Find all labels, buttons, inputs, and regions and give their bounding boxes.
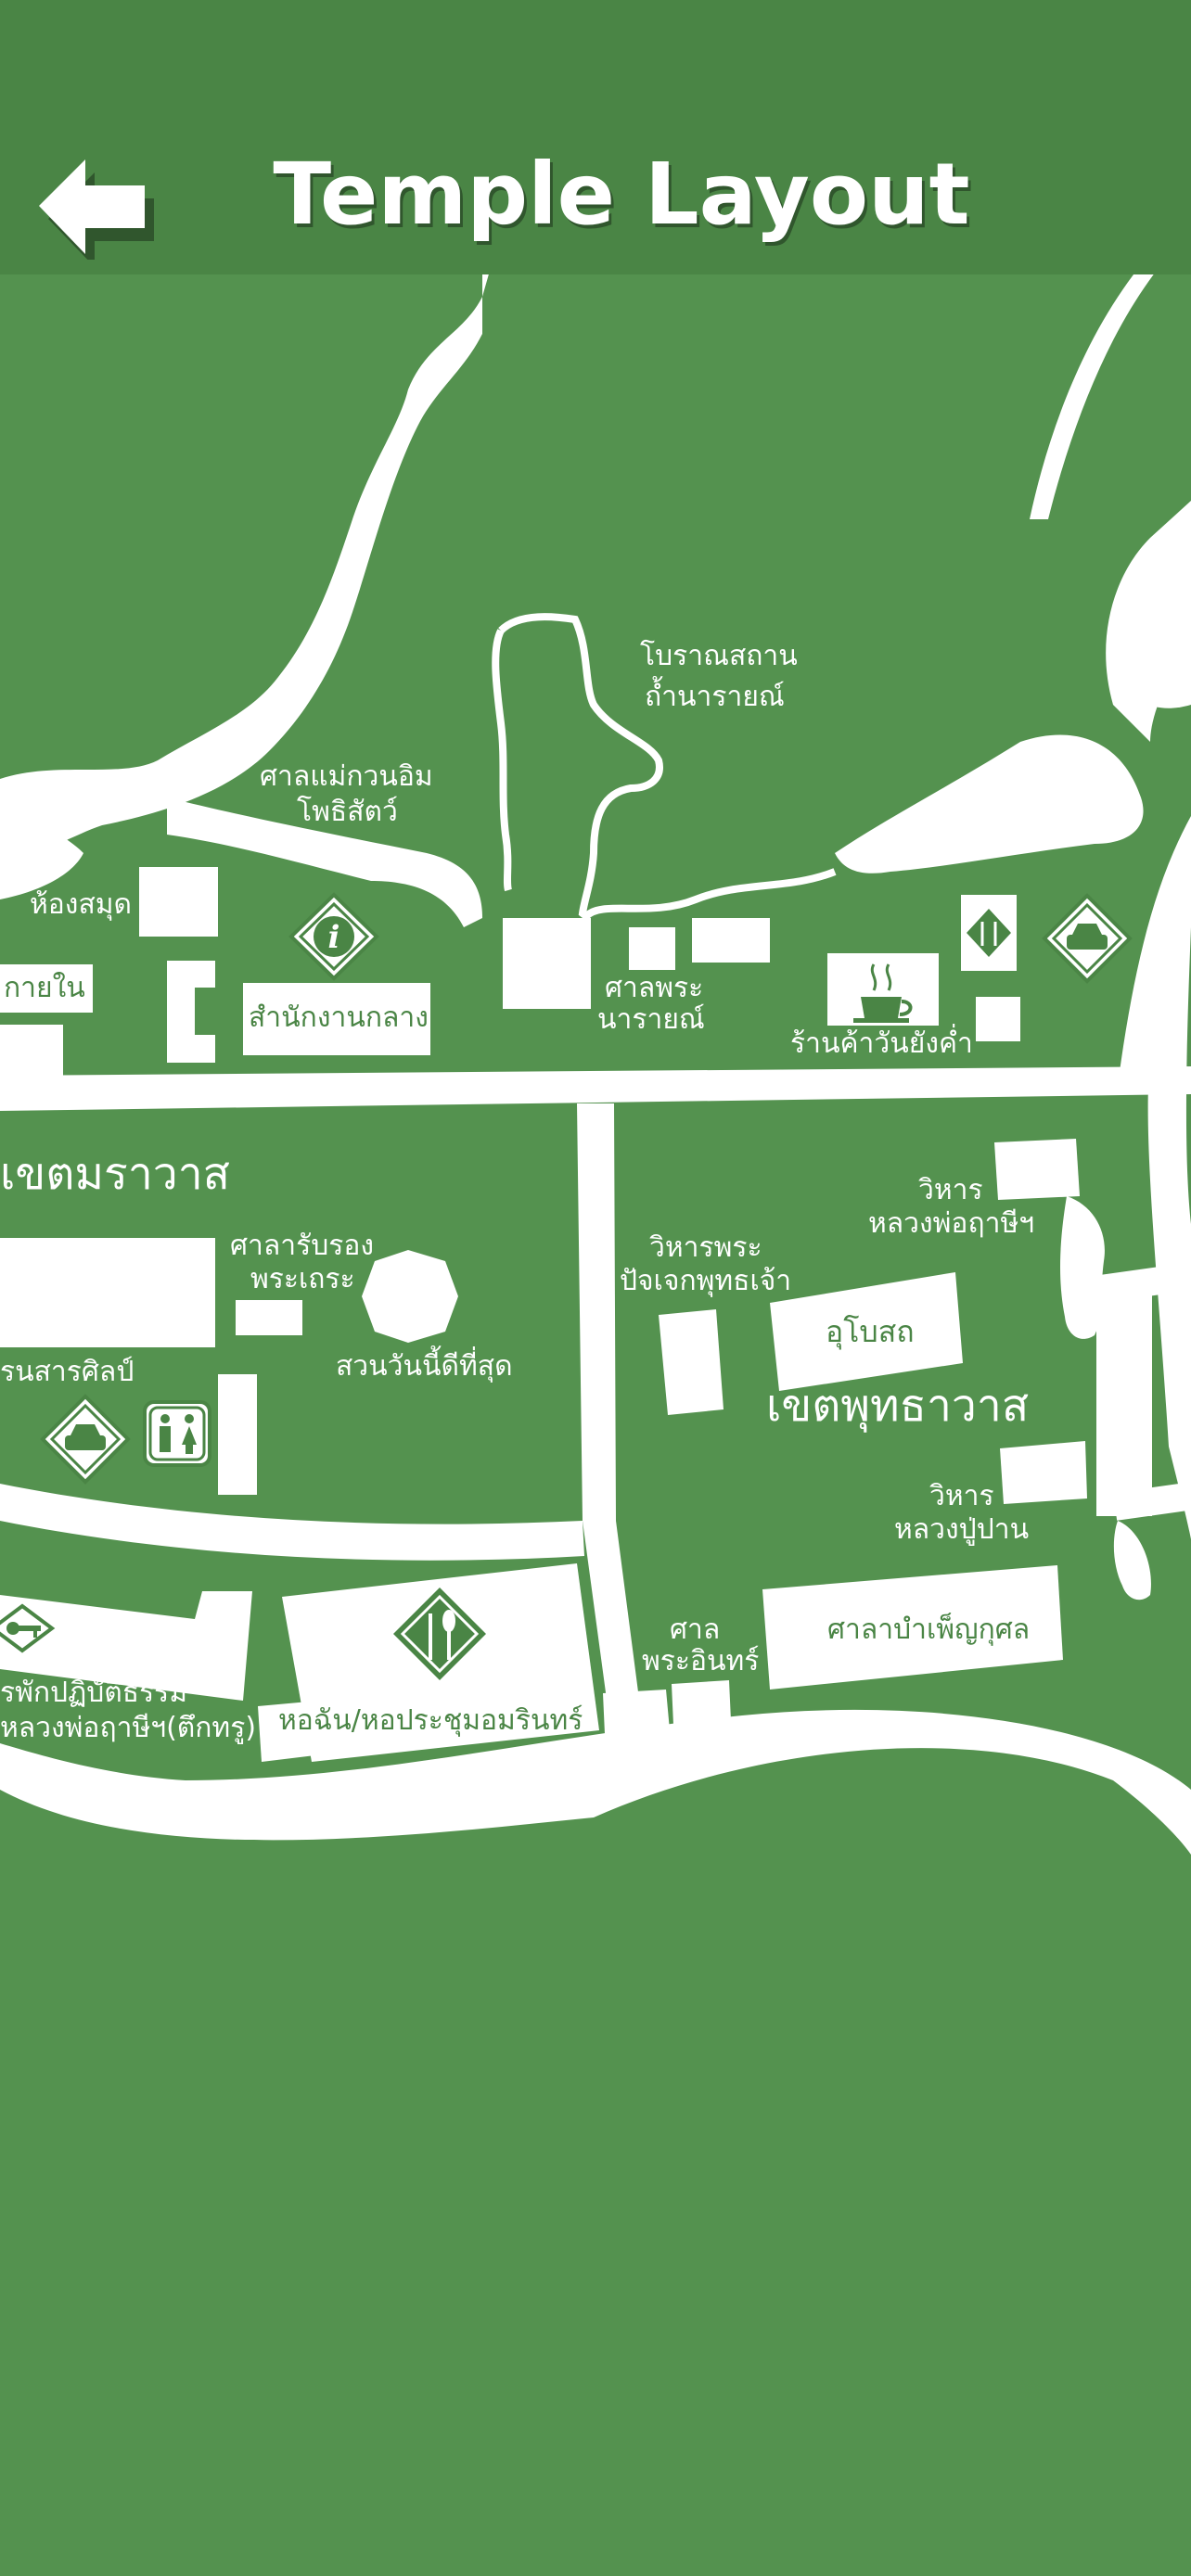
fork-knife-icon xyxy=(980,922,997,946)
label-library[interactable]: ห้องสมุด xyxy=(30,888,133,921)
label-sala-mae-kuan-im-1[interactable]: ศาลแม่กวนอิม xyxy=(260,760,433,793)
restaurant-sign-top[interactable] xyxy=(967,909,1011,957)
label-sala-phra-narai-1[interactable]: ศาลพระ xyxy=(605,972,704,1004)
header-bar: Temple Layout xyxy=(0,0,1191,274)
restaurant-sign-bottom[interactable] xyxy=(393,1588,486,1680)
small-building-a xyxy=(629,927,675,970)
main-road xyxy=(0,1066,1191,1111)
label-practice-2[interactable]: หลวงพ่อฤาษีฯ(ตึกทรู) xyxy=(0,1712,257,1744)
inner-building xyxy=(0,964,93,1013)
label-inner-area[interactable]: กายใน xyxy=(4,972,85,1004)
key-sign[interactable] xyxy=(0,1603,56,1653)
bottom-road xyxy=(0,1709,1191,1855)
label-garden[interactable]: สวนวันนี้ดีที่สุด xyxy=(336,1350,513,1383)
cave-outline xyxy=(498,613,837,922)
label-boran-sathan[interactable]: โบราณสถาน xyxy=(640,640,798,672)
sala-rub-rong-building xyxy=(236,1300,302,1335)
fork-knife-icon xyxy=(429,1610,455,1660)
river xyxy=(0,232,501,862)
river-left xyxy=(0,807,83,899)
small-building-c xyxy=(976,997,1020,1041)
sala-phra-narai-building xyxy=(503,918,591,1009)
right-walkway xyxy=(1096,1294,1152,1516)
garden-pavilion xyxy=(362,1250,458,1343)
east-river-lake xyxy=(1123,569,1191,708)
info-icon xyxy=(314,916,354,957)
vihara-luang-pu-building xyxy=(1000,1441,1087,1504)
label-shop[interactable]: ร้านค้าวันยังค่ำ xyxy=(790,1027,973,1060)
label-sala-phra-in-2[interactable]: พระอินทร์ xyxy=(642,1645,760,1677)
art-building xyxy=(218,1374,257,1495)
car-icon xyxy=(1067,924,1108,950)
label-central-office[interactable]: สำนักงานกลาง xyxy=(249,1001,429,1034)
monk-residence xyxy=(0,1238,215,1347)
parking-sign-left[interactable] xyxy=(40,1394,131,1485)
back-button[interactable] xyxy=(33,139,163,267)
arrow-left-icon xyxy=(39,159,154,267)
sala-phra-in-building-a xyxy=(603,1690,670,1734)
label-sala-phra-in-1[interactable]: ศาล xyxy=(670,1613,721,1646)
coffee-sign[interactable] xyxy=(853,963,913,1023)
label-practice-1[interactable]: รพักปฏิบัติธรรม xyxy=(0,1677,188,1709)
info-sign[interactable]: i xyxy=(288,892,379,981)
label-tham-narai[interactable]: ถ้ำนารายณ์ xyxy=(645,681,785,713)
label-art-house[interactable]: รนสารศิลป์ xyxy=(0,1356,134,1388)
key-icon xyxy=(6,1622,41,1638)
sala-phra-in-building-b xyxy=(672,1680,731,1725)
label-sala-bamphen[interactable]: ศาลาบำเพ็ญกุศล xyxy=(827,1613,1031,1646)
buildings xyxy=(0,867,1191,1762)
ubosot-building xyxy=(770,1272,963,1391)
label-vihara-pacheka-2[interactable]: ปัจเจกพุทธเจ้า xyxy=(620,1265,792,1297)
dining-hall-wing xyxy=(258,1701,323,1762)
center-road xyxy=(577,1103,640,1706)
toilet-sign[interactable] xyxy=(143,1400,211,1467)
label-vihara-luang-pho-1[interactable]: วิหาร xyxy=(918,1174,983,1206)
small-building-b xyxy=(692,918,770,963)
label-ubosot[interactable]: อุโบสถ xyxy=(826,1314,915,1349)
label-vihara-luang-pho-2[interactable]: หลวงพ่อฤาษีฯ xyxy=(868,1207,1035,1240)
small-building-left xyxy=(0,1025,63,1080)
coffee-cup-icon xyxy=(853,963,913,1023)
restroom-icon xyxy=(160,1414,197,1454)
vihara-pacheka-building xyxy=(659,1309,724,1415)
label-sala-rub-rong-1[interactable]: ศาลารับรอง xyxy=(230,1230,375,1262)
vihara-luang-pho-building xyxy=(994,1139,1080,1200)
label-sala-rub-rong-2[interactable]: พระเถระ xyxy=(250,1263,355,1295)
parking-sign-top[interactable] xyxy=(1042,893,1133,984)
label-sala-mae-kuan-im-2[interactable]: โพธิสัตว์ xyxy=(297,796,398,828)
cave-left-wall xyxy=(492,629,512,892)
right-road xyxy=(1118,816,1191,1539)
practice-building xyxy=(0,1591,252,1701)
label-vihara-pacheka-1[interactable]: วิหารพระ xyxy=(649,1231,762,1264)
bracket-building xyxy=(167,961,215,1063)
svg-text:i: i xyxy=(328,919,340,956)
label-sala-phra-narai-2[interactable]: นารายณ์ xyxy=(597,1003,705,1036)
label-buddha-zone: เขตพุทธาวาส xyxy=(766,1380,1030,1432)
label-vihara-luang-pu-1[interactable]: วิหาร xyxy=(929,1480,994,1512)
right-connector-2 xyxy=(1113,1482,1191,1521)
right-curved-end xyxy=(1113,1521,1151,1600)
river-lower xyxy=(167,797,482,927)
label-monk-zone: เขตมราวาส xyxy=(0,1148,230,1200)
sala-bamphen-building xyxy=(762,1565,1063,1690)
right-outer-road xyxy=(1030,213,1191,519)
label-vihara-luang-pu-2[interactable]: หลวงปู่ปาน xyxy=(894,1513,1030,1546)
middle-road xyxy=(0,1484,584,1561)
central-office-building xyxy=(243,983,430,1055)
car-icon xyxy=(65,1424,106,1450)
label-dining-hall[interactable]: หอฉัน/หอประชุมอมรินทร์ xyxy=(278,1704,583,1737)
library-building xyxy=(139,867,218,937)
east-river xyxy=(835,734,1144,874)
page-title: Temple Layout xyxy=(273,145,970,244)
